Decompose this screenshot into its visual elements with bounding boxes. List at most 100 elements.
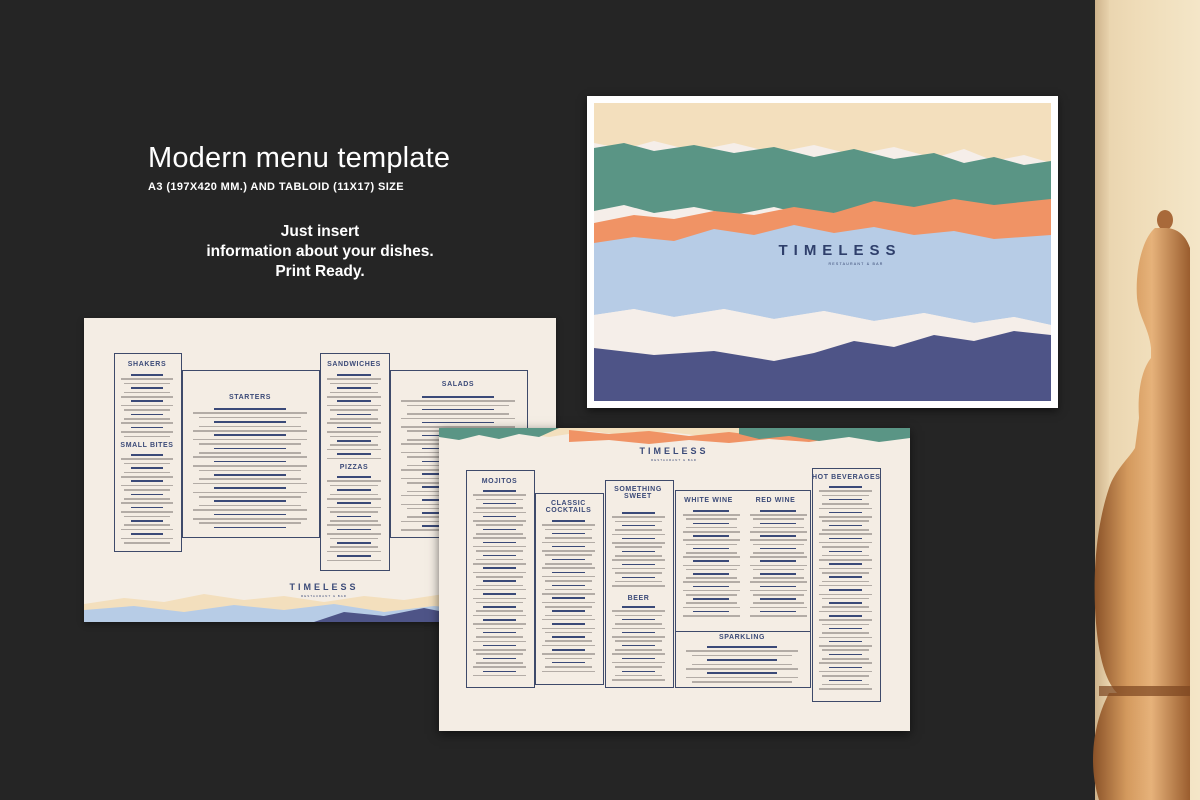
sandwiches-panel (320, 353, 390, 571)
menu-item-line (542, 550, 595, 552)
menu-item-line (330, 520, 378, 522)
menu-item-line (822, 632, 869, 634)
menu-item-line (483, 619, 516, 621)
menu-item-line (130, 520, 164, 522)
menu-item-line (473, 494, 526, 496)
menu-item-line (622, 524, 655, 527)
menu-item-line (682, 615, 740, 617)
menu-item-line (685, 526, 737, 529)
menu-item-line (327, 378, 381, 380)
menu-item-line (685, 518, 737, 520)
menu-item-line (214, 474, 286, 476)
section-sandwiches: SANDWICHES (327, 361, 381, 368)
menu-item-line (685, 552, 737, 554)
menu-item-line (327, 448, 381, 451)
menu-item-line (752, 518, 804, 520)
menu-item-line (542, 567, 595, 569)
menu-item-line (682, 581, 740, 583)
blurb: Just insert information about your dishe… (200, 222, 440, 282)
section-shakers: SHAKERS (127, 361, 167, 368)
menu-item-line (822, 520, 869, 522)
menu-item-line (612, 567, 665, 570)
menu-item-line (121, 404, 173, 407)
menu-item-line (121, 511, 173, 513)
menu-item-line (682, 589, 740, 592)
menu-item-line (615, 623, 662, 625)
menu-item-line (199, 469, 301, 472)
menu-item-line (542, 593, 595, 595)
menu-item-line (760, 573, 796, 575)
menu-item-line (327, 396, 381, 398)
menu-item-line (615, 580, 662, 583)
menu-item-line (752, 602, 804, 604)
menu-item-line (819, 559, 872, 561)
menu-item-line (330, 391, 378, 394)
menu-item-line (545, 580, 592, 582)
menu-item-line (685, 676, 799, 679)
menu-item-line (473, 640, 526, 642)
section-white-wine: WHITE WINE (684, 497, 733, 504)
headline-subtitle: A3 (197X420 MM.) AND TABLOID (11X17) SIZ… (148, 181, 405, 193)
menu-item-line (819, 490, 872, 492)
menu-item-line (552, 545, 585, 548)
menu-item-line (473, 563, 526, 565)
menu-item-line (327, 524, 381, 526)
menu-item-line (622, 631, 655, 634)
menu-item-line (121, 502, 173, 504)
menu-item-line (330, 493, 378, 496)
menu-item-line (749, 514, 807, 516)
menu-item-line (829, 653, 862, 656)
starters-panel (182, 370, 320, 538)
menu-item-line (130, 493, 164, 496)
menu-item-line (327, 498, 381, 500)
menu-item-line (193, 465, 307, 467)
menu-item-line (829, 679, 862, 682)
menuB-tagline: RESTAURANT & BAR (651, 458, 697, 462)
menu-item-line (682, 564, 740, 567)
menu-item-line (552, 558, 585, 561)
menu-item-line (542, 524, 595, 526)
menu-item-line (121, 422, 173, 424)
menu-item-line (337, 374, 371, 376)
menu-item-line (685, 594, 737, 596)
menu-item-line (685, 650, 799, 652)
menu-item-line (693, 585, 729, 588)
menuB-brand: TIMELESS (639, 446, 709, 456)
menu-item-line (693, 535, 729, 537)
menu-item-line (542, 653, 595, 655)
menu-item-line (552, 649, 585, 651)
menu-item-line (542, 627, 595, 629)
menu-item-line (124, 435, 170, 438)
pepper-mill (1093, 210, 1190, 800)
cocktails-panel (535, 493, 604, 685)
blurb-line-2: information about your dishes. (206, 243, 434, 260)
menu-item-line (542, 670, 595, 672)
menu-item-line (819, 645, 872, 647)
menu-item-line (829, 576, 862, 578)
menu-item-line (473, 597, 526, 599)
menu-item-line (612, 661, 665, 664)
menu-item-line (545, 606, 592, 608)
menu-item-line (476, 558, 523, 561)
menu-item-line (327, 422, 381, 424)
menu-item-line (552, 610, 585, 612)
menu-item-line (612, 679, 665, 681)
menu-item-line (552, 532, 585, 535)
menu-item-line (682, 531, 740, 533)
menu-item-line (612, 653, 665, 655)
menu-item-line (542, 644, 595, 647)
menu-item-line (483, 502, 516, 505)
menu-item-line (337, 515, 371, 518)
menu-item-line (612, 636, 665, 638)
menu-item-line (476, 636, 523, 638)
menu-item-line (422, 396, 494, 398)
menu-item-line (124, 489, 170, 491)
menu-item-line (749, 539, 807, 541)
menu-item-line (706, 659, 778, 661)
menu-item-line (214, 421, 286, 423)
menu-item-line (330, 409, 378, 411)
menu-item-line (214, 434, 286, 436)
menu-item-line (483, 515, 516, 518)
menu-item-line (693, 610, 729, 613)
menu-item-line (542, 575, 595, 578)
